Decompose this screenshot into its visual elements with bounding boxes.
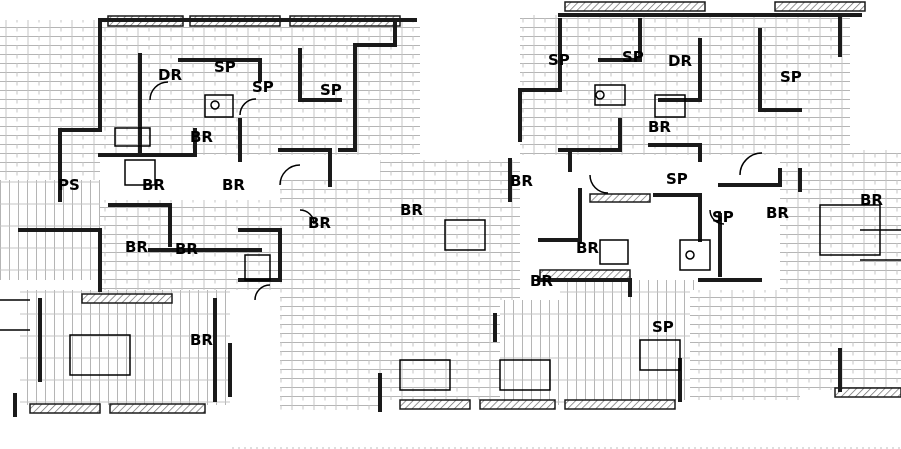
room-label: SP (712, 208, 734, 226)
room-label: BR (530, 272, 553, 290)
room-label: SP (622, 48, 644, 66)
floor-pattern-right (500, 15, 901, 405)
room-label: BR (576, 239, 599, 257)
room-label: DR (668, 52, 692, 70)
room-label: SP (214, 58, 236, 76)
room-label: SP (320, 81, 342, 99)
room-label: BR (860, 191, 883, 209)
room-label: PS (58, 176, 80, 194)
room-label: SP (780, 68, 802, 86)
room-label: SP (666, 170, 688, 188)
room-label: BR (125, 238, 148, 256)
floor-pattern-left (0, 20, 520, 410)
room-label: BR (142, 176, 165, 194)
interior-details (0, 81, 901, 391)
room-label: BR (175, 240, 198, 258)
room-label: DR (158, 66, 182, 84)
room-label: SP (652, 318, 674, 336)
walls (13, 13, 862, 417)
room-label: BR (222, 176, 245, 194)
room-label: BR (648, 118, 671, 136)
room-label: BR (308, 214, 331, 232)
room-label: BR (766, 204, 789, 222)
room-label: SP (548, 51, 570, 69)
room-label: BR (190, 331, 213, 349)
room-label: BR (190, 128, 213, 146)
room-label: BR (510, 172, 533, 190)
room-label: BR (400, 201, 423, 219)
room-label: SP (252, 78, 274, 96)
room-labels: DR SP SP SP BR PS BR BR BR BR BR BR BR S… (58, 48, 883, 349)
